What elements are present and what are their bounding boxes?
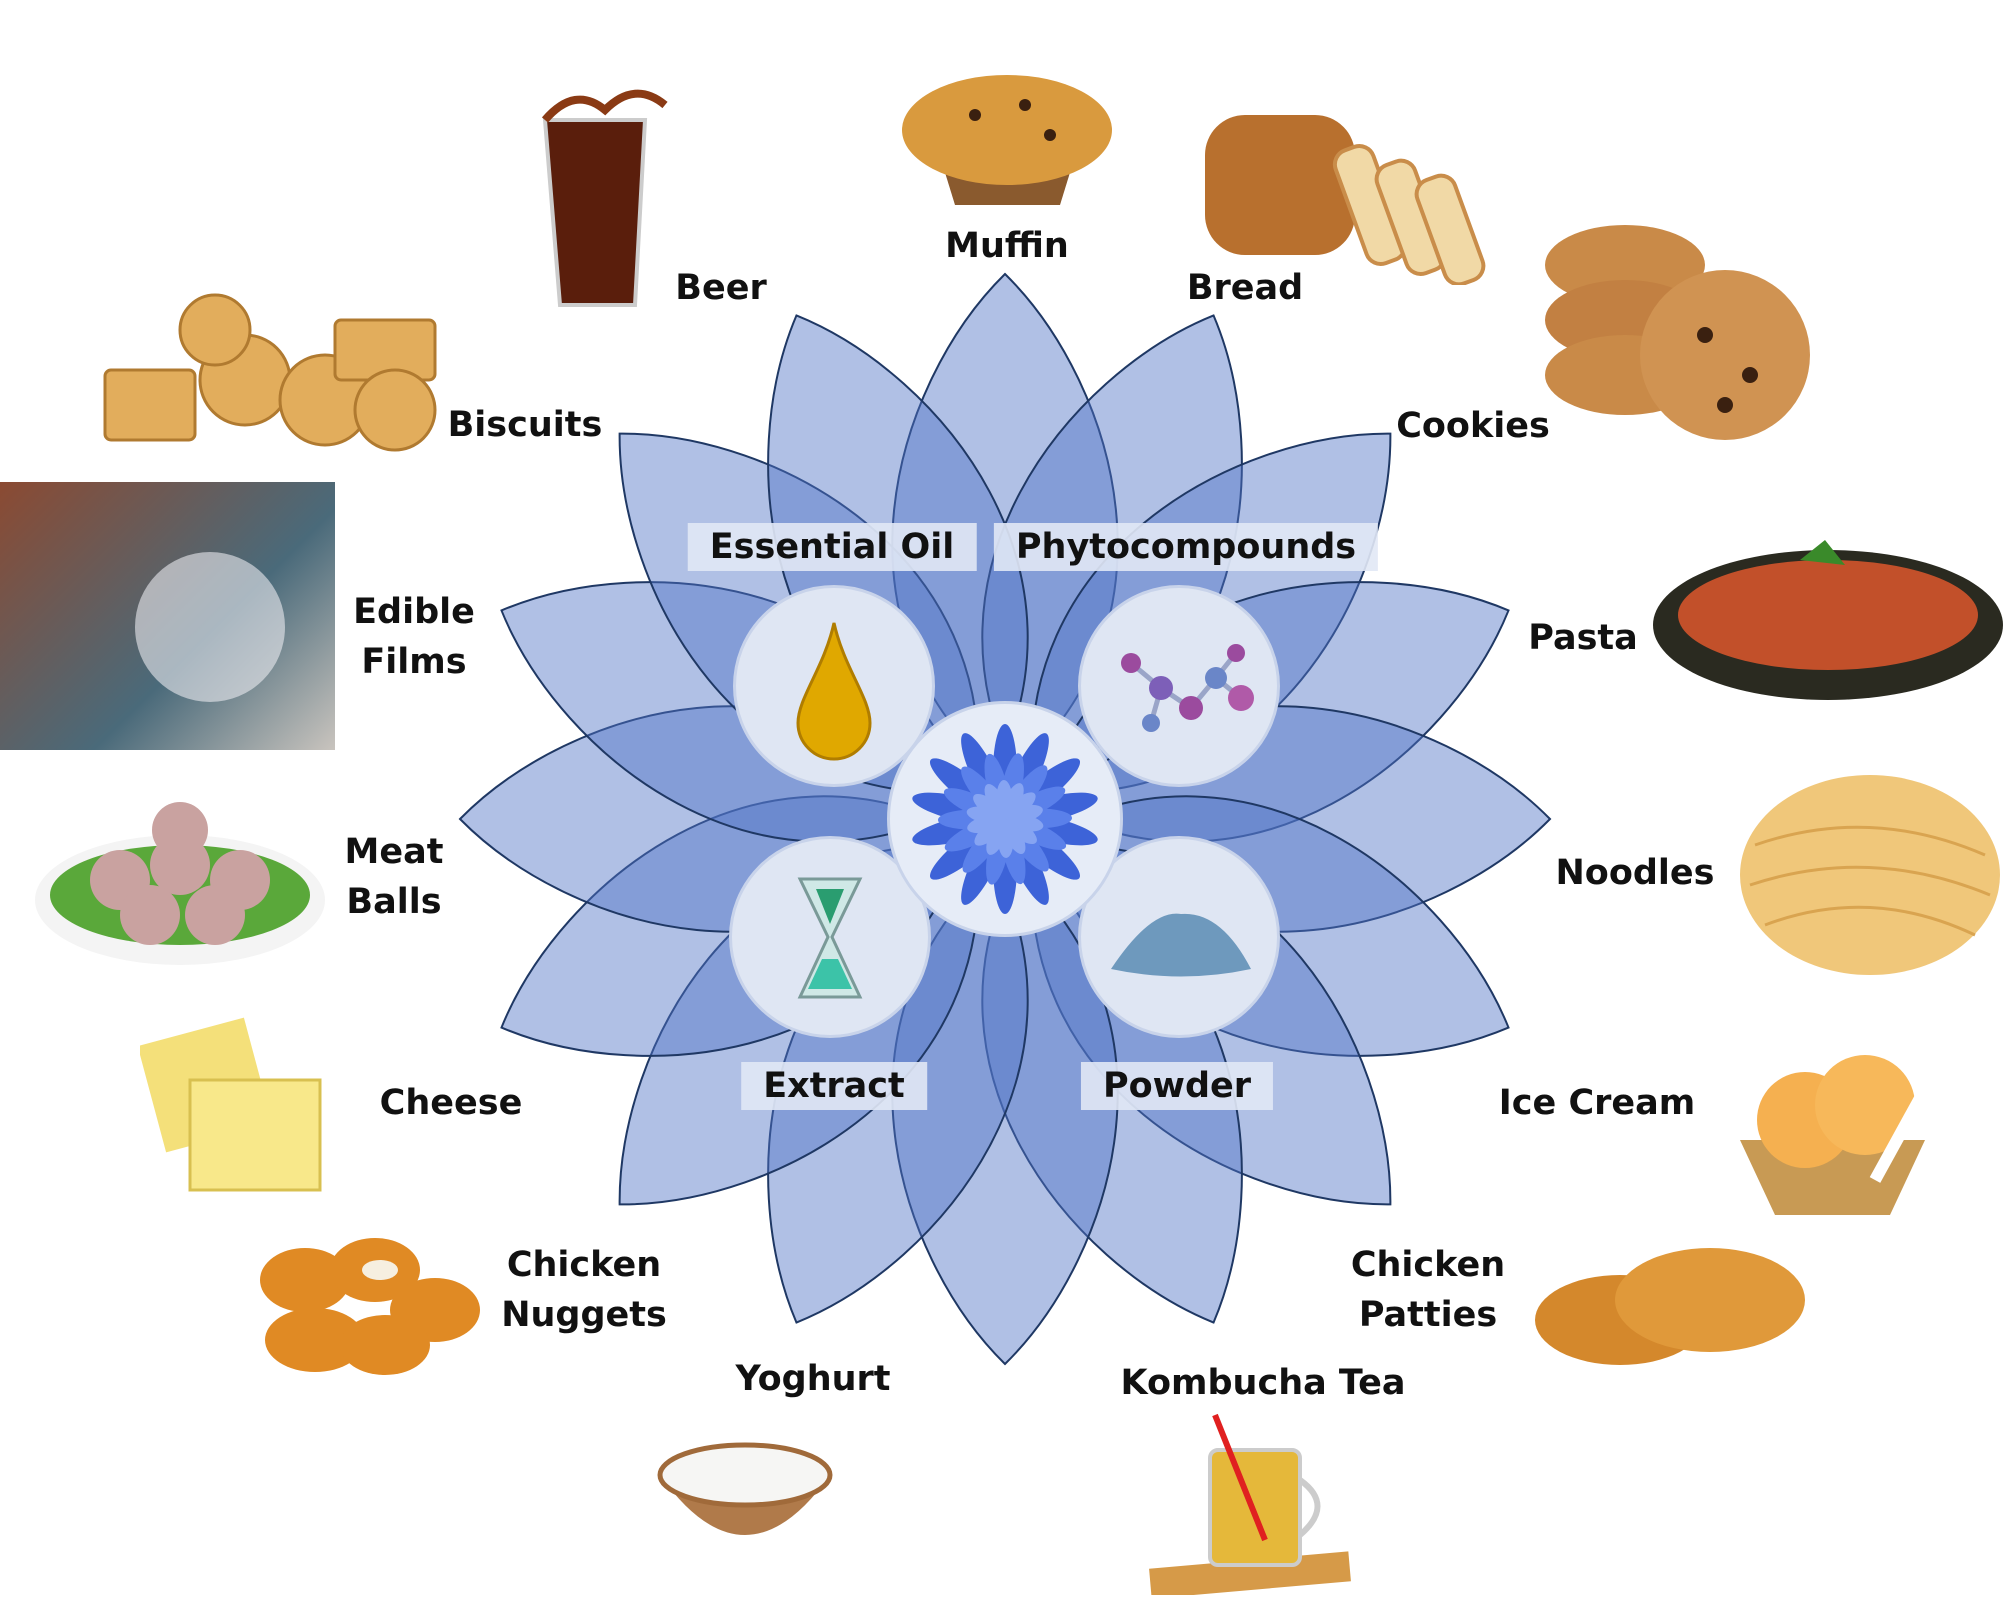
beer-image [541, 89, 668, 307]
label-kombucha-tea: Kombucha Tea [1120, 1363, 1406, 1403]
blue-flower-circle [887, 701, 1123, 937]
chicken-nuggets-image [260, 1238, 480, 1375]
label-muffin: Muffin [945, 226, 1069, 266]
label-line: Films [361, 642, 467, 682]
powder-pile-icon [1111, 913, 1251, 977]
biscuits-image [103, 293, 437, 452]
label-line: Patties [1358, 1295, 1498, 1335]
phytocompounds-circle [1078, 585, 1280, 787]
meat-balls-image [35, 802, 325, 965]
oil-drop-icon [796, 622, 872, 761]
label-extract: Extract [741, 1062, 927, 1110]
label-pasta: Pasta [1528, 618, 1638, 658]
molecule-icon [1121, 644, 1254, 732]
ice-cream-image [1740, 1055, 1936, 1215]
bread-image [1205, 115, 1486, 285]
label-yoghurt: Yoghurt [735, 1359, 891, 1399]
essential-oil-circle [733, 585, 935, 787]
label-line: Meat [344, 832, 444, 872]
label-beer: Beer [675, 268, 767, 308]
chicken-patties-image [1535, 1248, 1805, 1365]
kombucha-tea-image [1149, 1413, 1351, 1595]
cheese-image [140, 1017, 322, 1192]
label-line: Balls [346, 882, 442, 922]
label-line: Edible [353, 592, 475, 632]
label-cheese: Cheese [379, 1083, 523, 1123]
edible-films-image [0, 482, 335, 750]
cookies-image [1545, 225, 1810, 440]
flower-petal [996, 780, 1013, 820]
muffin-image [902, 75, 1112, 205]
label-line: Chicken [1350, 1245, 1506, 1285]
label-biscuits: Biscuits [447, 405, 603, 445]
label-phytocompounds: Phytocompounds [993, 523, 1379, 571]
yoghurt-image [657, 1442, 833, 1535]
label-ice-cream: Ice Cream [1498, 1083, 1696, 1123]
noodles-image [1740, 775, 2000, 975]
label-cookies: Cookies [1396, 406, 1550, 446]
pasta-image [1653, 540, 2003, 700]
blue-flower-icon [912, 724, 1098, 914]
label-line: Nuggets [501, 1295, 667, 1335]
hourglass-icon [797, 877, 863, 999]
label-bread: Bread [1186, 268, 1304, 308]
label-noodles: Noodles [1555, 853, 1715, 893]
label-essential-oil: Essential Oil [687, 523, 977, 571]
film-disc [135, 552, 285, 702]
label-line: Chicken [506, 1245, 662, 1285]
label-powder: Powder [1080, 1062, 1274, 1110]
powder-circle [1078, 836, 1280, 1038]
extract-circle [729, 836, 931, 1038]
